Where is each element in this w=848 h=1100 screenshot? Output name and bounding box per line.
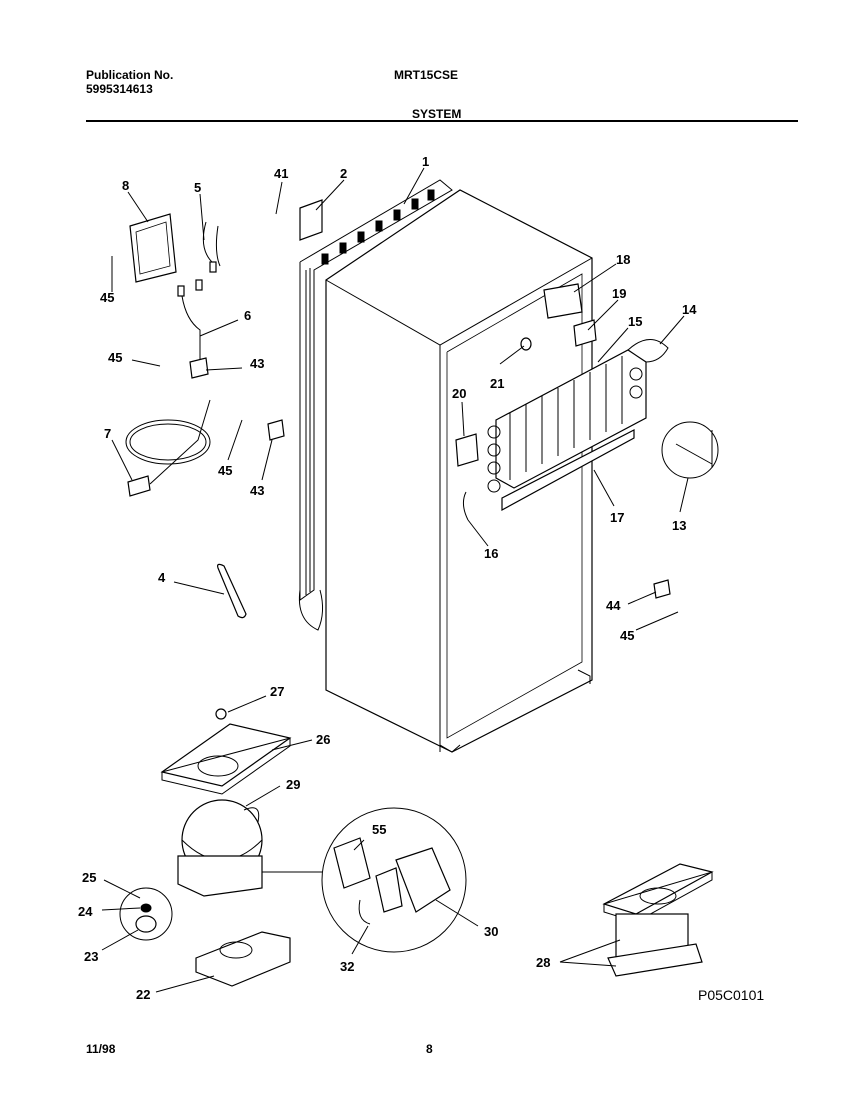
callout-29: 29 (286, 777, 300, 792)
callout-45b: 45 (108, 350, 122, 365)
callout-41: 41 (274, 166, 288, 181)
callout-17: 17 (610, 510, 624, 525)
callout-22: 22 (136, 987, 150, 1002)
callout-55: 55 (372, 822, 386, 837)
capacitor-bracket (129, 213, 177, 283)
callout-28: 28 (536, 955, 550, 970)
defrost-timer (543, 283, 583, 319)
callout-4: 4 (158, 570, 166, 585)
callout-43b: 43 (250, 483, 264, 498)
callout-14: 14 (682, 302, 697, 317)
compressor (177, 799, 263, 897)
sensor-part-16 (462, 491, 469, 521)
callout-18: 18 (616, 252, 630, 267)
callout-16: 16 (484, 546, 498, 561)
callout-45c: 45 (218, 463, 232, 478)
condenser-coil (298, 179, 453, 631)
drain-pan (160, 723, 292, 795)
footer-page-number: 8 (426, 1042, 433, 1056)
filter-drier (217, 563, 247, 619)
callout-45d: 45 (620, 628, 634, 643)
callout-24: 24 (78, 904, 93, 919)
callout-21: 21 (490, 376, 504, 391)
callout-1: 1 (422, 154, 429, 169)
alt-compressor-assembly (602, 863, 714, 977)
heater-detail-circle (661, 421, 719, 479)
clip-part-43a (189, 357, 209, 379)
base-bracket (195, 931, 291, 987)
refrigerator-cabinet (325, 189, 593, 753)
thermostat-part-20 (455, 433, 479, 467)
leader-lines (101, 167, 689, 993)
bracket-part-2 (299, 199, 323, 241)
relay-part-19 (573, 319, 597, 347)
callout-5: 5 (194, 180, 201, 195)
callout-13: 13 (672, 518, 686, 533)
mounting-grommet-detail (119, 887, 173, 941)
callout-labels: 1 2 4 5 6 7 8 13 14 15 16 17 18 19 20 21… (78, 154, 697, 1002)
relay-overload-detail (262, 807, 467, 953)
publication-label: Publication No. (86, 68, 174, 82)
callout-30: 30 (484, 924, 498, 939)
grommet-part-27 (215, 708, 227, 720)
wiring-harness (177, 221, 221, 360)
figure-code: P05C0101 (698, 987, 765, 1003)
section-title: SYSTEM (412, 107, 462, 121)
callout-25: 25 (82, 870, 96, 885)
callout-15: 15 (628, 314, 642, 329)
power-cord (125, 399, 211, 497)
callout-23: 23 (84, 949, 98, 964)
bulb-part-21 (520, 337, 532, 351)
callout-43a: 43 (250, 356, 264, 371)
footer-date: 11/98 (86, 1042, 116, 1056)
clip-part-43b (267, 419, 285, 441)
evaporator-coil (487, 339, 669, 493)
callout-19: 19 (612, 286, 626, 301)
callout-8: 8 (122, 178, 129, 193)
header-rule (86, 120, 798, 122)
callout-27: 27 (270, 684, 284, 699)
clip-part-44 (653, 579, 671, 599)
callout-45a: 45 (100, 290, 114, 305)
callout-20: 20 (452, 386, 466, 401)
callout-2: 2 (340, 166, 347, 181)
drip-tray (501, 429, 635, 512)
callout-32: 32 (340, 959, 354, 974)
publication-number: 5995314613 (86, 82, 153, 96)
callout-26: 26 (316, 732, 330, 747)
callout-44: 44 (606, 598, 621, 613)
callout-7: 7 (104, 426, 111, 441)
model-number: MRT15CSE (394, 68, 459, 82)
callout-6: 6 (244, 308, 251, 323)
